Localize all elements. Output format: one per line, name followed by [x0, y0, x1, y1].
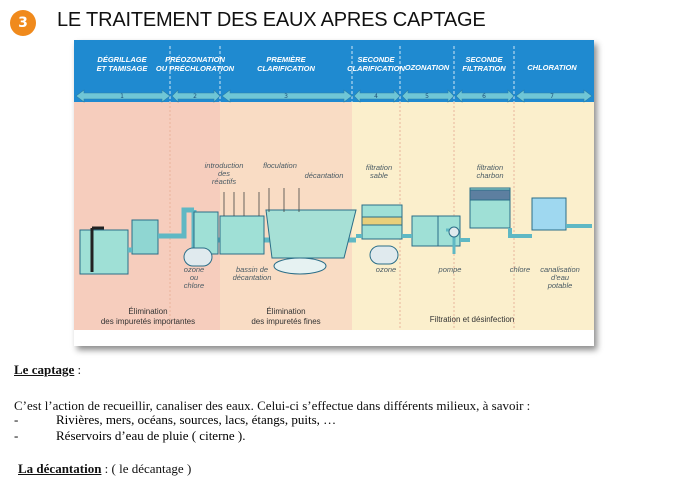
- ozone-tank-1: [411, 215, 439, 247]
- carbon-layer: [469, 189, 511, 201]
- label-floculation: floculation: [263, 161, 297, 170]
- stage-number-4: 4: [374, 93, 378, 100]
- main-pipe: [128, 207, 356, 253]
- stage-label-7: CHLORATION: [527, 63, 577, 72]
- pump-icon: [448, 226, 460, 238]
- stage-number-3: 3: [284, 93, 288, 100]
- intake-tank: [79, 229, 129, 275]
- decantation-heading-line: La décantation : ( le décantage ): [18, 461, 191, 477]
- label-ozone: ozone: [376, 265, 396, 274]
- screen-grate: [90, 226, 104, 272]
- stage-label-5: OZONATION: [405, 63, 450, 72]
- flocculation-tank: [219, 215, 265, 255]
- section-number-badge: 3: [10, 10, 36, 36]
- captage-heading-line: Le captage :: [14, 362, 81, 378]
- round-settling-basin: [273, 257, 327, 275]
- stage-number-5: 5: [425, 93, 429, 100]
- decantation-heading: La décantation: [18, 461, 102, 476]
- chlorination-tank: [531, 197, 567, 231]
- stage-header-band: [74, 40, 594, 102]
- screening-box: [131, 219, 159, 255]
- list-item: Rivières, mers, océans, sources, lacs, é…: [56, 412, 337, 427]
- ozone-generator-2: [369, 245, 399, 265]
- decantation-heading-suffix: : ( le décantage ): [101, 461, 192, 476]
- label-pompe: pompe: [438, 265, 462, 274]
- list-bullet: -: [14, 412, 19, 427]
- list-item: Réservoirs d’eau de pluie ( citerne ).: [56, 428, 246, 443]
- captage-text: C’est l’action de recueillir, canaliser …: [14, 398, 531, 413]
- list-bullet: -: [14, 428, 19, 443]
- label-chlore: chlore: [510, 265, 530, 274]
- stage-number-2: 2: [193, 93, 197, 100]
- stage-number-7: 7: [550, 93, 554, 100]
- label-decantation: décantation: [305, 171, 344, 180]
- outlet-pipe: [356, 224, 592, 242]
- ozone-generator-1: [183, 247, 213, 267]
- sand-layer: [361, 216, 403, 226]
- captage-heading: Le captage: [14, 362, 75, 377]
- footer-filtration: Filtration et désinfection: [430, 315, 515, 324]
- stage-number-6: 6: [482, 93, 486, 100]
- captage-heading-suffix: :: [74, 362, 82, 377]
- page-title: LE TRAITEMENT DES EAUX APRES CAPTAGE: [57, 9, 486, 31]
- stage-number-1: 1: [120, 93, 124, 100]
- settling-tank: [265, 209, 357, 259]
